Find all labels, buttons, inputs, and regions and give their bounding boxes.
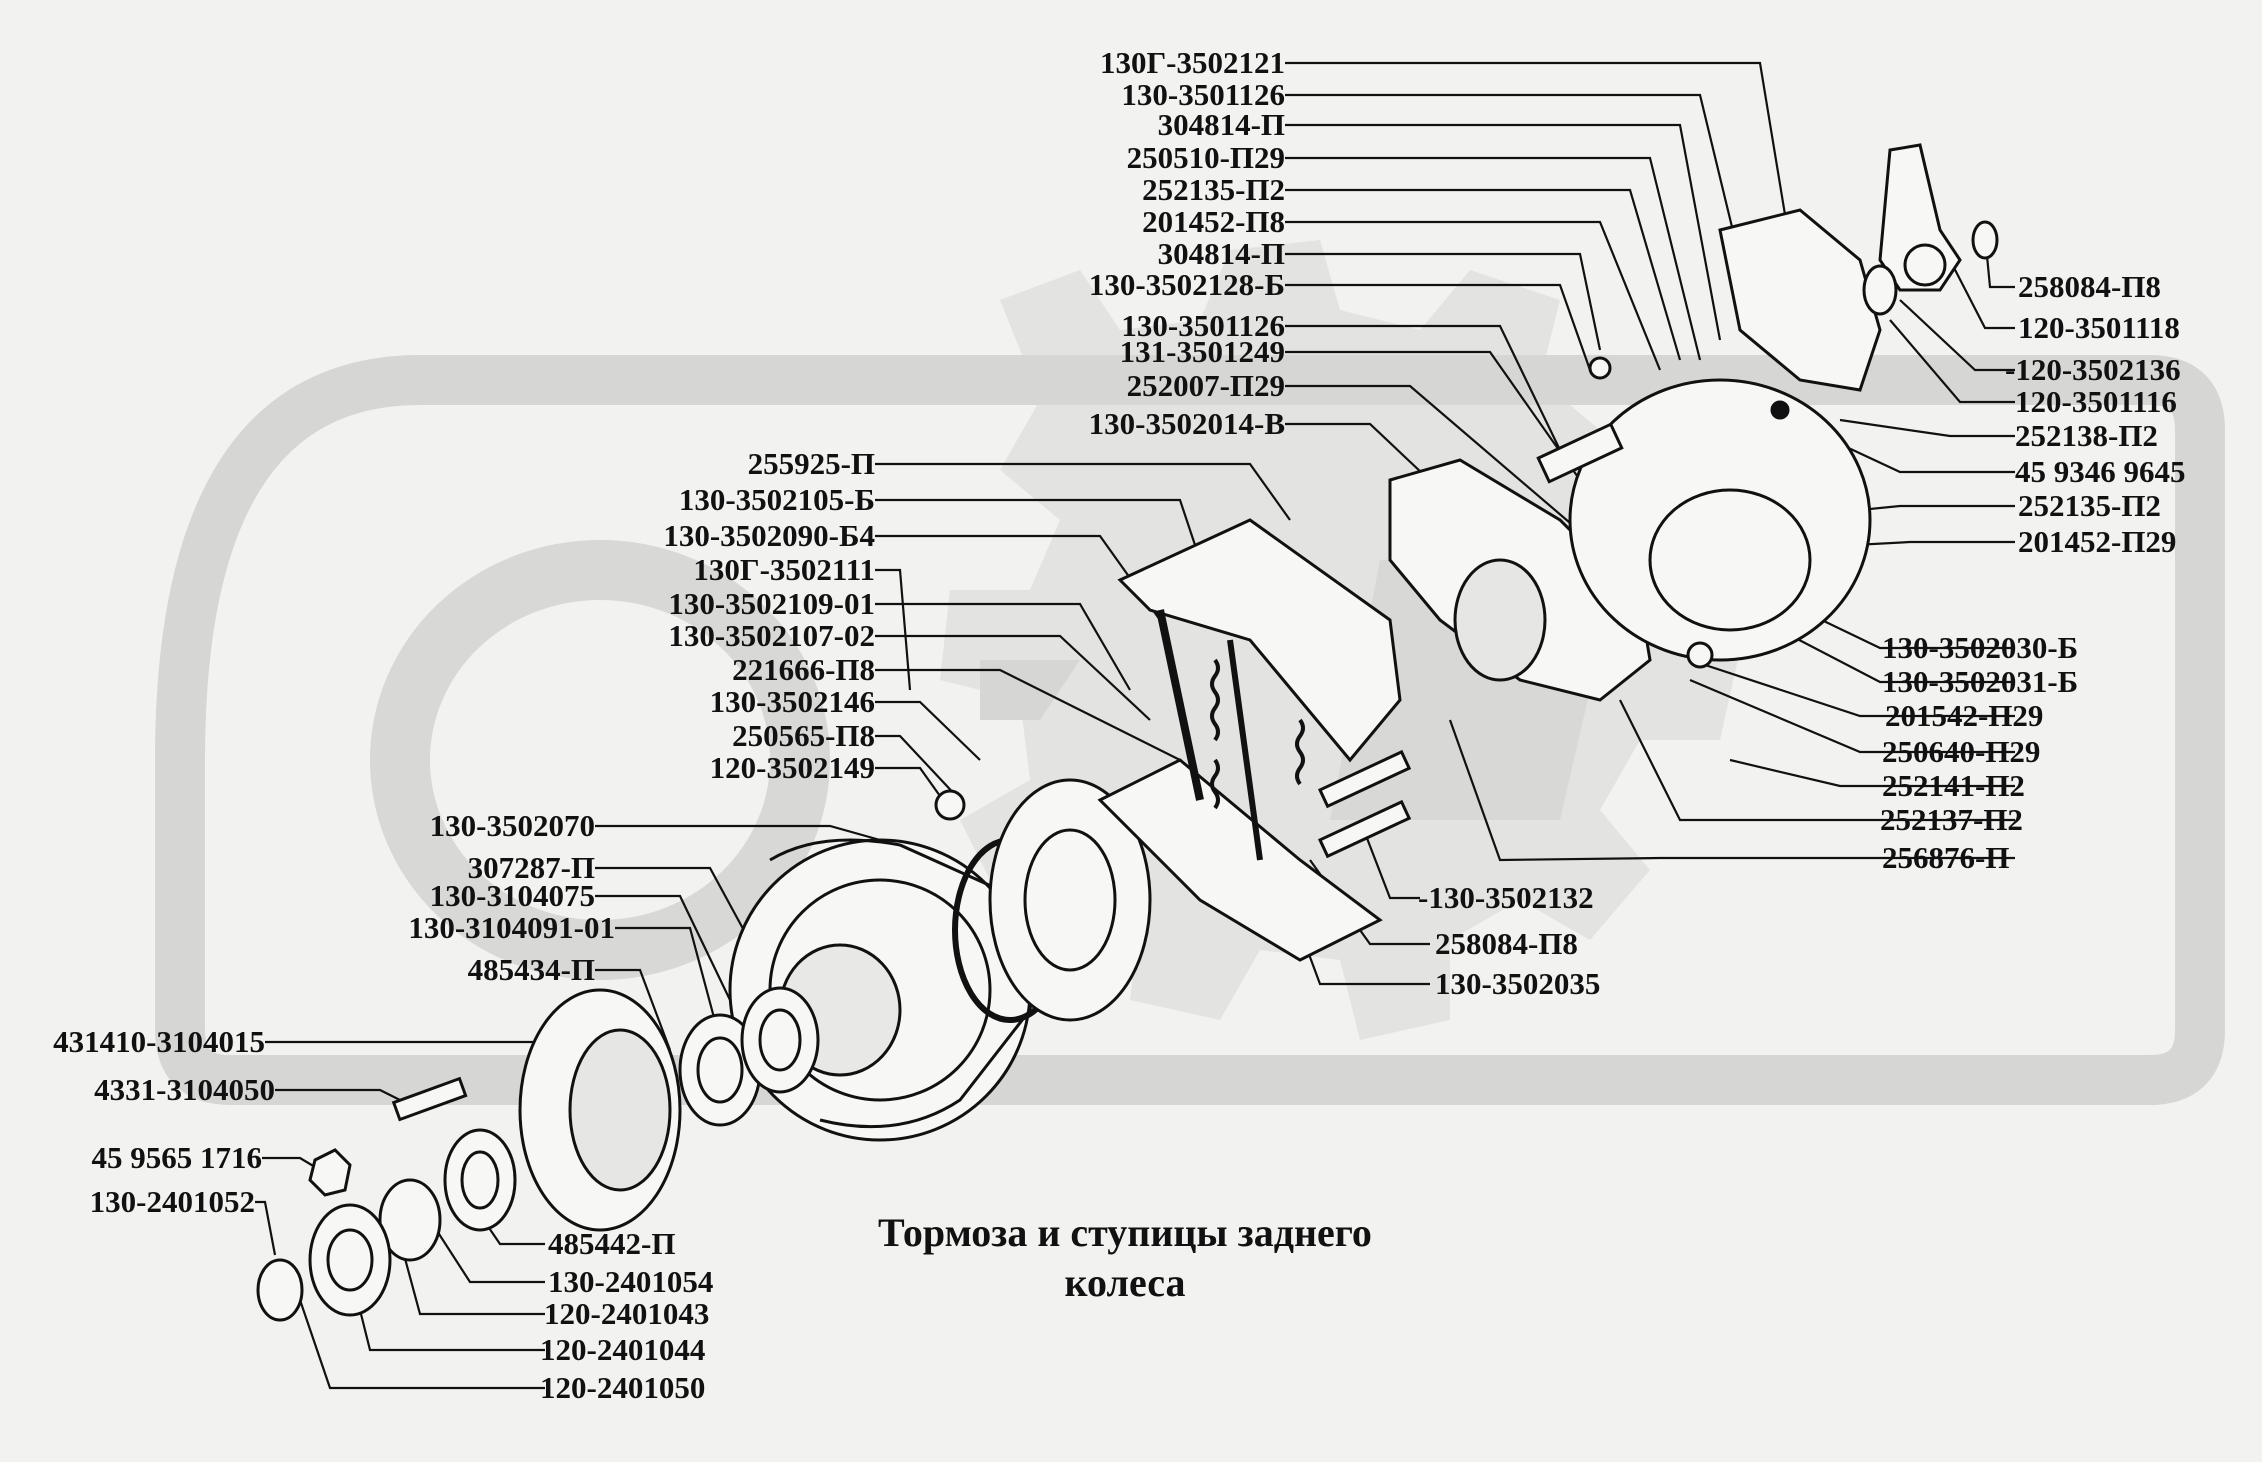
part-label: 120-2401043 xyxy=(544,1296,710,1331)
spacer-ring xyxy=(378,1178,442,1262)
hub-disc xyxy=(988,778,1152,1022)
leader-lines xyxy=(255,61,2015,1390)
part-label: 130-3502035 xyxy=(1435,966,1601,1001)
part-label: 120-2401044 xyxy=(540,1332,706,1367)
anchor-pin xyxy=(1317,799,1412,859)
part-label: 45 9565 1716 xyxy=(91,1140,263,1175)
part-label: 252138-П2 xyxy=(2015,418,2158,453)
nut xyxy=(1686,641,1714,669)
wheel-stud xyxy=(391,1076,468,1122)
part-label: 130-3501126 xyxy=(1121,77,1285,112)
part-label: -130-3502132 xyxy=(1418,880,1594,915)
diagram-title: Тормоза и ступицы заднего колеса xyxy=(775,1208,1475,1308)
return-spring xyxy=(1210,758,1220,810)
part-label: 130Г-3502121 xyxy=(1099,45,1285,80)
part-label: 130-3502070 xyxy=(429,808,595,843)
camshaft xyxy=(1536,422,1624,484)
part-label: 201542-П29 xyxy=(1885,698,2044,733)
part-label: 201452-П8 xyxy=(1142,204,1285,239)
nut xyxy=(1770,400,1790,420)
diagram-title-line-2: колеса xyxy=(1064,1260,1186,1305)
part-label: 304814-П xyxy=(1157,236,1285,271)
part-label: -120-3502136 xyxy=(2005,352,2181,387)
part-label: 250510-П29 xyxy=(1126,140,1285,175)
part-label: 304814-П xyxy=(1157,107,1285,142)
diagram-title-line-1: Тормоза и ступицы заднего xyxy=(878,1210,1372,1255)
nut xyxy=(1588,356,1612,380)
part-label: 120-2401050 xyxy=(540,1370,706,1405)
part-label: 252135-П2 xyxy=(1142,172,1285,207)
part-label: 130-2401052 xyxy=(89,1184,255,1219)
part-label: 221666-П8 xyxy=(732,652,875,687)
backing-plate xyxy=(1568,378,1872,662)
part-label: 252135-П2 xyxy=(2018,488,2161,523)
part-label: 250565-П8 xyxy=(732,718,875,753)
part-label: 130-3502107-02 xyxy=(668,618,875,653)
nut xyxy=(934,789,966,821)
brake-shoe-lower xyxy=(1097,758,1383,962)
part-label: 4331-3104050 xyxy=(94,1072,275,1107)
part-label: 252141-П2 xyxy=(1882,768,2025,803)
part-label: 485442-П xyxy=(548,1226,676,1261)
parts xyxy=(256,143,1999,1322)
part-label: 130-3502030-Б xyxy=(1882,630,2079,665)
part-label: 255925-П xyxy=(747,446,875,481)
part-label: 258084-П8 xyxy=(2018,269,2161,304)
bearing-ring xyxy=(740,986,820,1094)
brake-shoe-upper xyxy=(1117,518,1402,763)
slack-adjuster xyxy=(1878,143,1962,292)
lock-washer xyxy=(308,1203,392,1317)
part-label: 130-3104091-01 xyxy=(408,910,615,945)
part-label: 130-2401054 xyxy=(548,1264,714,1299)
part-label: 131-3501249 xyxy=(1119,334,1285,369)
camshaft-bracket xyxy=(1718,208,1882,392)
part-label: 307287-П xyxy=(467,850,595,885)
part-label: 130-3501126 xyxy=(1121,308,1285,343)
part-label: 120-3501116 xyxy=(2015,384,2177,419)
part-label: 431410-3104015 xyxy=(53,1024,265,1059)
part-label: 201452-П29 xyxy=(2018,524,2177,559)
part-label: 130-3502128-Б xyxy=(1088,267,1285,302)
part-label: 250640-П29 xyxy=(1882,734,2041,769)
part-label: 45 9346 9645 xyxy=(2015,454,2186,489)
axle-nut xyxy=(256,1258,304,1322)
anchor-pin xyxy=(1317,749,1412,809)
return-spring xyxy=(1210,658,1220,742)
wheel-nut xyxy=(308,1148,352,1197)
part-label: 252007-П29 xyxy=(1126,368,1285,403)
part-label: 130-3502014-В xyxy=(1088,406,1285,441)
part-label: 120-3502149 xyxy=(709,750,875,785)
washer xyxy=(1862,264,1898,316)
part-label: 252137-П2 xyxy=(1880,802,2023,837)
part-label: 130-3502090-Б4 xyxy=(663,518,875,553)
part-label: 130Г-3502111 xyxy=(693,552,875,587)
part-label: 130-3502109-01 xyxy=(668,586,875,621)
return-spring xyxy=(1295,718,1305,786)
part-label: 256876-П xyxy=(1882,840,2010,875)
part-label: 130-3502105-Б xyxy=(678,482,875,517)
part-label: 120-3501118 xyxy=(2018,310,2180,345)
part-label: 130-3502146 xyxy=(709,684,875,719)
part-label: 130-3104075 xyxy=(429,878,595,913)
washer xyxy=(1971,220,1999,260)
part-label: 485434-П xyxy=(467,952,595,987)
inner-bearing xyxy=(443,1128,517,1232)
part-label: 258084-П8 xyxy=(1435,926,1578,961)
part-label: 130-3502031-Б xyxy=(1882,664,2079,699)
